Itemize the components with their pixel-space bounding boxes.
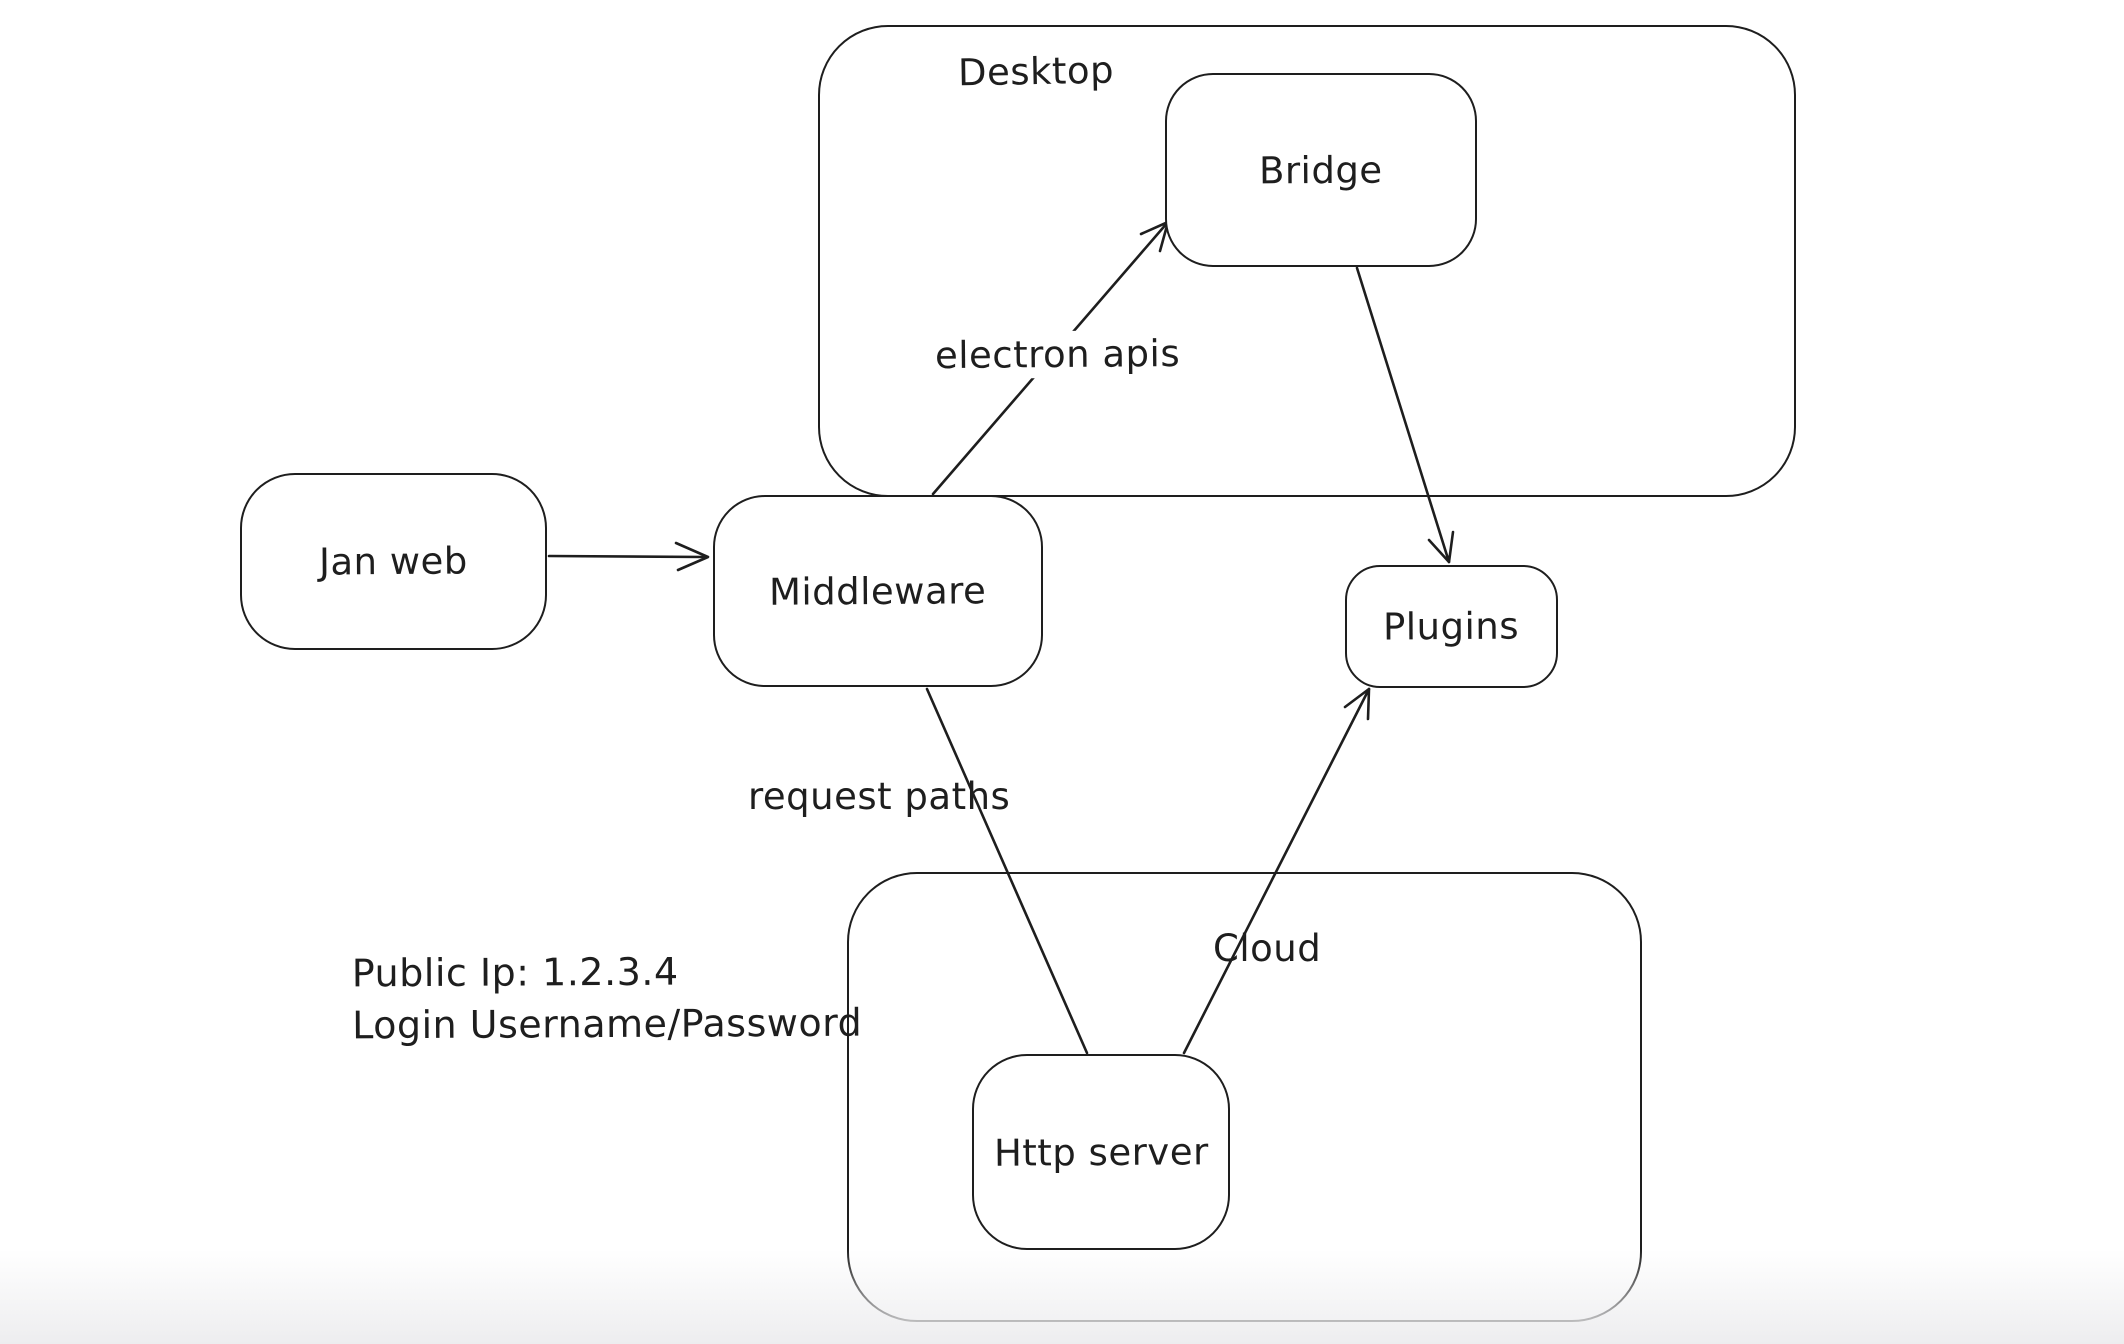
desktop-group-label[interactable]: Desktop	[957, 48, 1115, 95]
edge-label-electron-apis[interactable]: electron apis	[924, 329, 1191, 380]
node-middleware[interactable]: Middleware	[713, 495, 1043, 687]
node-bridge-label: Bridge	[1259, 148, 1383, 192]
annotation-login: Login Username/Password	[352, 1001, 863, 1048]
arrow-bridge-to-plugins[interactable]	[1355, 266, 1455, 564]
annotation-text[interactable]: Public Ip: 1.2.3.4 Login Username/Passwo…	[352, 945, 863, 1053]
node-plugins[interactable]: Plugins	[1345, 565, 1558, 688]
arrow-janweb-to-middleware[interactable]	[547, 541, 710, 572]
node-plugins-label: Plugins	[1383, 604, 1520, 649]
cloud-group-label[interactable]: Cloud	[1213, 927, 1322, 970]
node-http-server-label: Http server	[993, 1129, 1209, 1175]
edge-label-request-paths[interactable]: request paths	[748, 775, 1011, 818]
annotation-public-ip: Public Ip: 1.2.3.4	[351, 949, 679, 996]
arrow-httpserver-to-plugins[interactable]	[1182, 687, 1371, 1055]
node-middleware-label: Middleware	[769, 568, 987, 614]
desktop-group-container[interactable]	[818, 25, 1796, 497]
node-jan-web-label: Jan web	[318, 539, 469, 584]
node-bridge[interactable]: Bridge	[1165, 73, 1477, 267]
node-jan-web[interactable]: Jan web	[240, 473, 547, 650]
node-http-server[interactable]: Http server	[972, 1054, 1230, 1250]
line-middleware-to-httpserver[interactable]	[925, 687, 1089, 1055]
